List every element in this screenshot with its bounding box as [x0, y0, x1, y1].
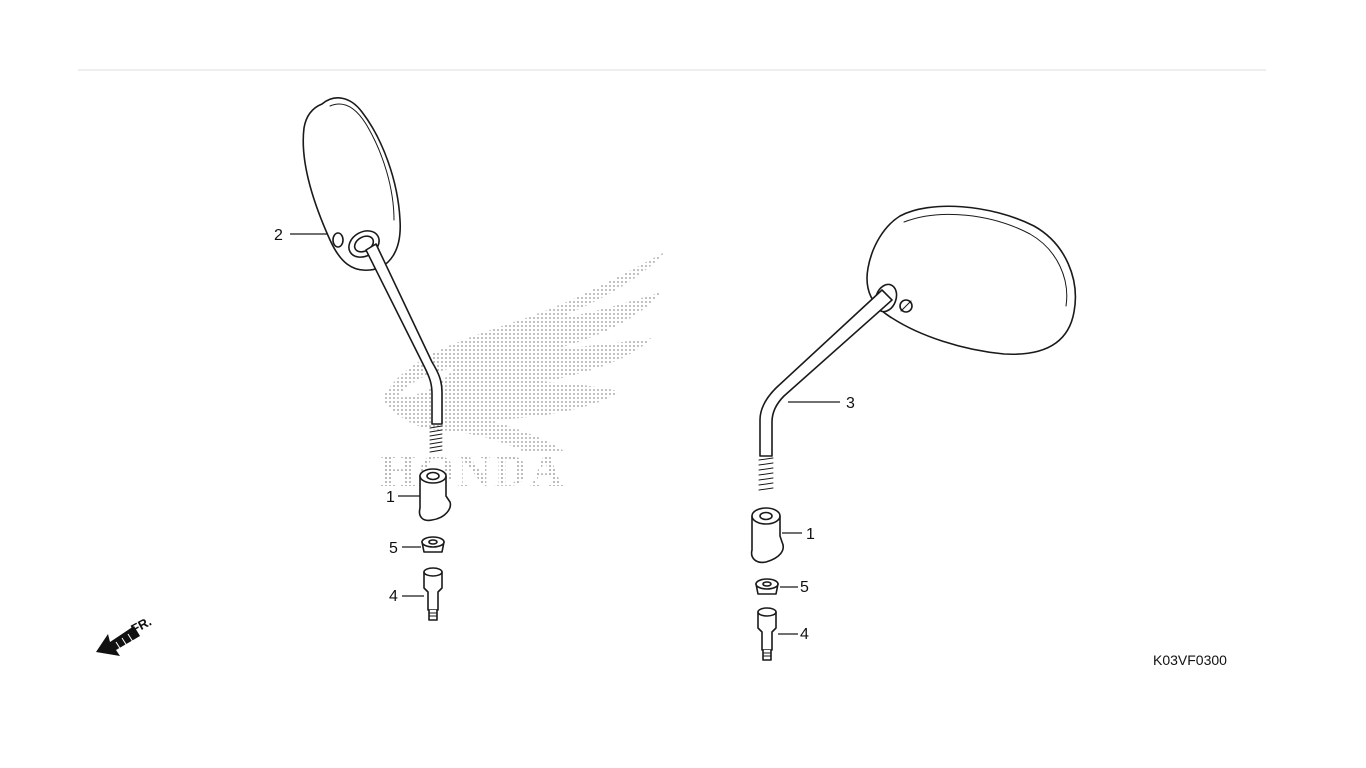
diagram-code: K03VF0300	[1153, 652, 1227, 668]
callout-bolt-right: 4	[800, 626, 809, 643]
callout-mirror-left: 2	[274, 227, 283, 244]
right-callouts	[778, 401, 840, 635]
left-mirror-assembly	[302, 97, 452, 621]
callout-bolt-left: 4	[389, 588, 398, 605]
callout-nut-left: 5	[389, 540, 398, 557]
right-bolt	[757, 611, 777, 651]
honda-brand-watermark: HONDA	[380, 445, 566, 496]
right-adapter	[750, 515, 784, 564]
callout-nut-right: 5	[800, 579, 809, 596]
left-callouts	[290, 233, 424, 597]
left-adapter	[418, 475, 452, 522]
honda-wing-watermark	[382, 252, 665, 452]
callout-stem-right: 3	[846, 395, 855, 412]
left-bolt	[423, 571, 443, 611]
callout-adapter-left: 1	[386, 489, 395, 506]
callout-adapter-right: 1	[806, 526, 815, 543]
right-mirror-head	[866, 205, 1077, 356]
left-mirror-head	[302, 97, 401, 271]
front-arrow-icon	[96, 626, 140, 656]
right-mirror-assembly	[750, 205, 1077, 661]
